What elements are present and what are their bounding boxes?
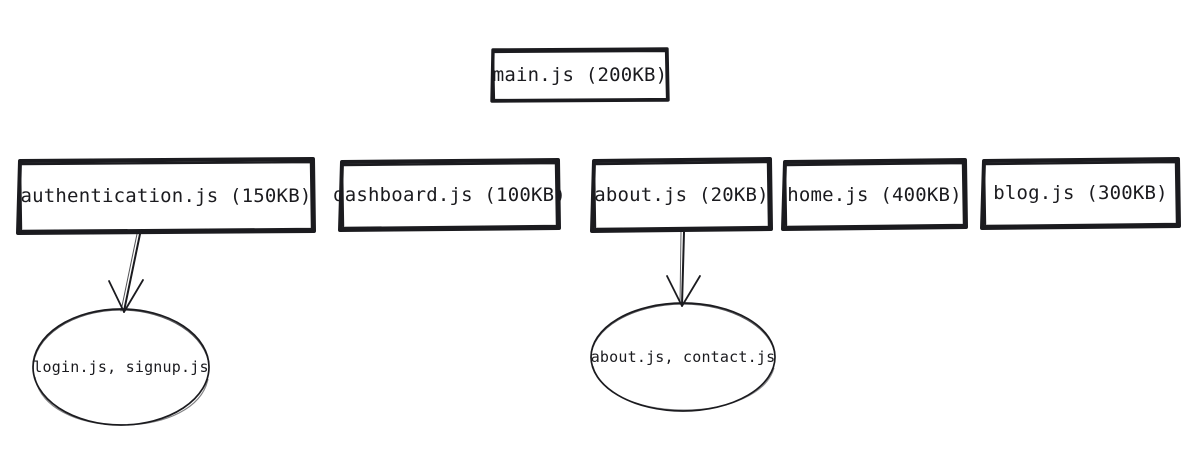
node-label-blog[interactable]: blog.js (300KB)	[993, 182, 1168, 204]
node-shape-authentication	[16, 157, 316, 235]
edge-about-to-children	[666, 231, 701, 307]
node-shape-blog	[980, 157, 1181, 230]
node-label-about[interactable]: about.js (20KB)	[594, 184, 769, 206]
node-label-main[interactable]: main.js (200KB)	[492, 64, 668, 86]
edge-auth-to-children	[108, 233, 144, 313]
node-label-auth-children[interactable]: login.js, signup.js	[33, 358, 209, 376]
node-label-authentication[interactable]: authentication.js (150KB)	[20, 185, 312, 207]
node-shape-dashboard	[338, 158, 561, 232]
node-shape-main	[490, 47, 670, 103]
node-shape-home	[781, 158, 968, 231]
node-shape-about	[590, 157, 773, 233]
node-label-home[interactable]: home.js (400KB)	[787, 183, 962, 206]
node-label-dashboard[interactable]: dashboard.js (100KB)	[333, 184, 566, 206]
node-label-about-children[interactable]: about.js, contact.js	[590, 348, 776, 366]
